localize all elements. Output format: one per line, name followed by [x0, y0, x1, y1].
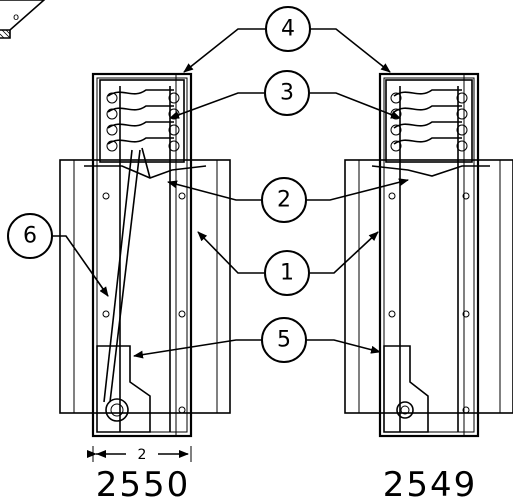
frame-left	[91, 72, 193, 438]
blade-stack-left	[99, 79, 185, 163]
callout-5: 5	[261, 317, 307, 363]
blade-stack-right	[385, 79, 473, 163]
svg-text:1: 1	[280, 261, 294, 286]
sleeve-left	[59, 159, 231, 414]
svg-text:2: 2	[277, 188, 291, 213]
latch-left	[96, 345, 151, 433]
model-label-right: 2549	[383, 465, 478, 502]
callout-2: 2	[261, 177, 307, 223]
callout-1: 1	[264, 250, 310, 296]
detail-corner-mark: o	[13, 12, 19, 23]
sleeve-right	[344, 159, 513, 414]
damper-left	[59, 72, 231, 438]
detail-fragment: o	[0, 0, 46, 39]
frame-right	[378, 72, 480, 438]
svg-text:3: 3	[280, 81, 294, 106]
leader-lines	[52, 28, 409, 359]
damper-right	[344, 72, 513, 438]
callout-6: 6	[7, 213, 53, 259]
svg-text:4: 4	[281, 17, 295, 42]
model-label-left: 2550	[96, 465, 191, 502]
dimension-value: 2	[138, 447, 147, 463]
dimension-2: 2	[87, 446, 192, 463]
callout-3: 3	[264, 70, 310, 116]
latch-right	[383, 345, 429, 433]
svg-text:6: 6	[23, 224, 37, 249]
svg-text:5: 5	[277, 328, 291, 353]
callout-4: 4	[265, 6, 311, 52]
